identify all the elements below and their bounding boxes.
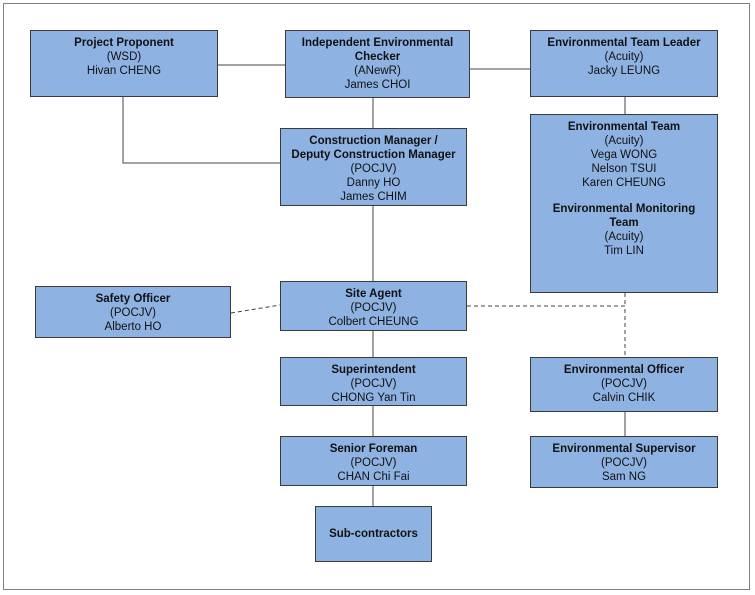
node-title: Checker bbox=[354, 51, 401, 63]
node-title: Environmental Team Leader bbox=[547, 37, 701, 49]
node-title: Environmental Team bbox=[567, 121, 681, 133]
node-line: Alberto HO bbox=[104, 321, 162, 333]
node-environmental-team: Environmental Team (Acuity) Vega WONG Ne… bbox=[530, 114, 718, 293]
node-title: Environmental Officer bbox=[563, 364, 685, 376]
node-line: Jacky LEUNG bbox=[587, 65, 661, 77]
node-title: Superintendent bbox=[331, 364, 416, 376]
node-line: Vega WONG bbox=[590, 149, 658, 161]
node-line: (Acuity) bbox=[604, 231, 644, 243]
node-line: James CHIM bbox=[340, 191, 407, 203]
node-line: James CHOI bbox=[344, 79, 411, 91]
dashed-siteagent-envofficer bbox=[467, 305, 626, 357]
node-superintendent: Superintendent (POCJV) CHONG Yan Tin bbox=[280, 357, 467, 406]
node-line: Calvin CHIK bbox=[592, 392, 656, 404]
node-subtitle: Environmental Monitoring bbox=[552, 203, 696, 215]
node-title: Safety Officer bbox=[95, 293, 171, 305]
node-line: Hivan CHENG bbox=[86, 65, 162, 77]
node-line: (POCJV) bbox=[601, 378, 647, 390]
node-line: CHONG Yan Tin bbox=[331, 392, 416, 404]
node-line: (Acuity) bbox=[604, 51, 644, 63]
node-independent-environmental-checker: Independent Environmental Checker (ANewR… bbox=[285, 30, 470, 98]
node-environmental-supervisor: Environmental Supervisor (POCJV) Sam NG bbox=[530, 436, 718, 488]
node-line: Nelson TSUI bbox=[591, 163, 657, 175]
node-line: (WSD) bbox=[106, 51, 142, 63]
node-subtitle: Team bbox=[609, 217, 639, 229]
node-title: Project Proponent bbox=[74, 37, 174, 49]
node-safety-officer: Safety Officer (POCJV) Alberto HO bbox=[35, 286, 231, 338]
node-title: Senior Foreman bbox=[329, 443, 418, 455]
line-proponent-cm bbox=[122, 97, 280, 164]
node-title: Sub-contractors bbox=[329, 528, 418, 540]
node-line: Sam NG bbox=[601, 471, 647, 483]
node-line: (Acuity) bbox=[604, 135, 644, 147]
node-line: (POCJV) bbox=[350, 163, 397, 175]
node-line: Danny HO bbox=[346, 177, 401, 189]
node-site-agent: Site Agent (POCJV) Colbert CHEUNG bbox=[280, 281, 467, 331]
node-construction-manager: Construction Manager / Deputy Constructi… bbox=[280, 128, 467, 206]
node-line: (POCJV) bbox=[350, 302, 397, 314]
node-title: Construction Manager / bbox=[309, 135, 438, 147]
node-sub-contractors: Sub-contractors bbox=[315, 506, 432, 562]
node-environmental-team-leader: Environmental Team Leader (Acuity) Jacky… bbox=[530, 30, 718, 97]
node-title: Deputy Construction Manager bbox=[291, 149, 456, 161]
node-project-proponent: Project Proponent (WSD) Hivan CHENG bbox=[30, 30, 218, 97]
node-line: Tim LIN bbox=[604, 245, 644, 257]
node-line: (ANewR) bbox=[354, 65, 401, 77]
node-title: Independent Environmental bbox=[301, 37, 454, 49]
node-title: Site Agent bbox=[345, 288, 402, 300]
node-line: (POCJV) bbox=[601, 457, 647, 469]
node-line: (POCJV) bbox=[350, 457, 397, 469]
node-line: (POCJV) bbox=[110, 307, 156, 319]
node-line: (POCJV) bbox=[350, 378, 397, 390]
node-senior-foreman: Senior Foreman (POCJV) CHAN Chi Fai bbox=[280, 436, 467, 486]
node-title: Environmental Supervisor bbox=[552, 443, 696, 455]
node-line: Colbert CHEUNG bbox=[328, 316, 419, 328]
node-environmental-officer: Environmental Officer (POCJV) Calvin CHI… bbox=[530, 357, 718, 412]
node-line: CHAN Chi Fai bbox=[337, 471, 410, 483]
dashed-safety-siteagent bbox=[230, 304, 281, 314]
node-line: Karen CHEUNG bbox=[582, 177, 666, 189]
